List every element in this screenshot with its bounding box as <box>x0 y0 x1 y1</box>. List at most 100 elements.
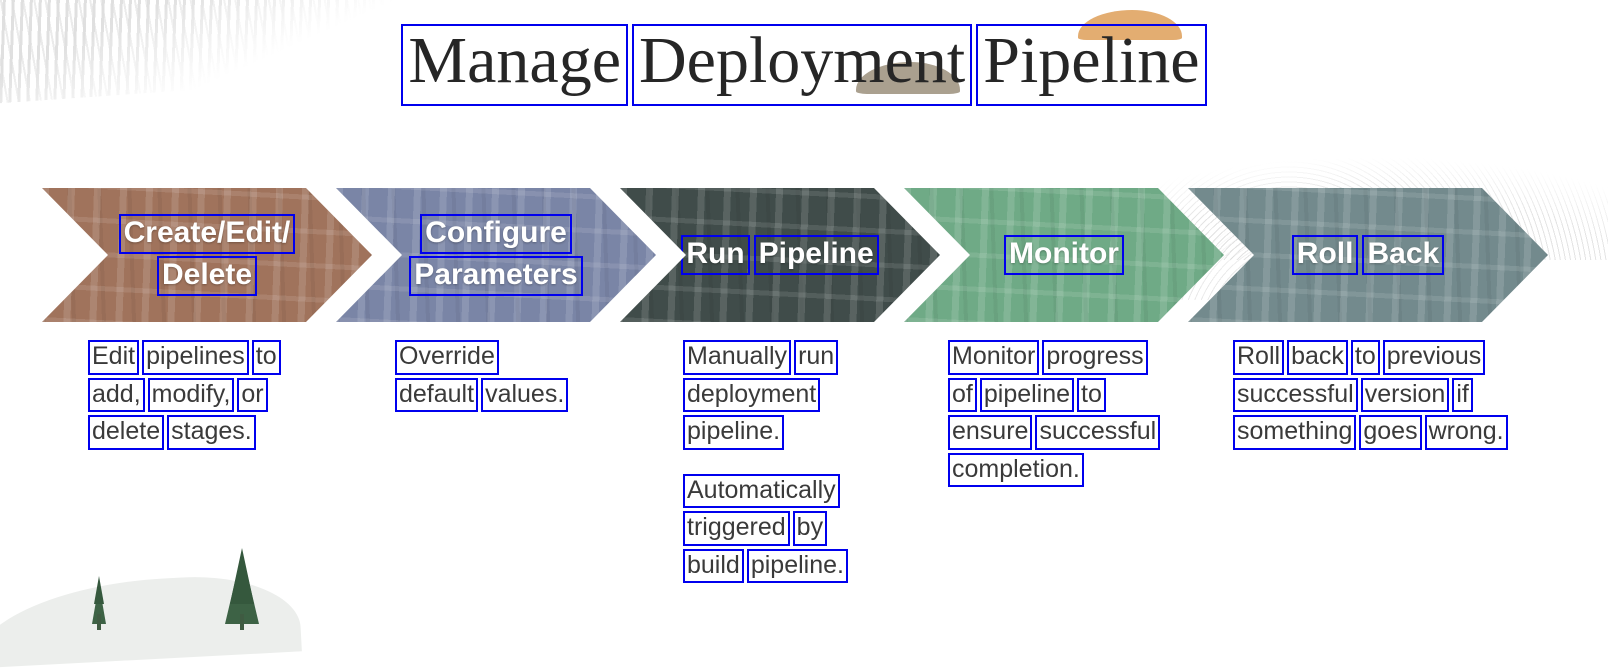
description-word: completion. <box>948 452 1084 487</box>
description-word: run <box>794 340 839 375</box>
description-word: Automatically <box>683 473 840 508</box>
description-line: Override <box>395 340 683 375</box>
description-word: stages. <box>167 415 256 450</box>
description-line: Automatically <box>683 473 948 508</box>
description-word: pipeline <box>979 377 1075 412</box>
description-word: to <box>1350 340 1380 375</box>
description-line: completion. <box>948 452 1233 487</box>
description-word: Override <box>395 340 499 375</box>
description-word: successful <box>1233 377 1358 412</box>
description-word: goes <box>1359 415 1422 450</box>
description-word: to <box>1077 377 1106 412</box>
description-word: back <box>1287 340 1348 375</box>
chevron-label-line: Create/Edit/ <box>119 214 296 254</box>
band-left-spacer <box>0 188 42 322</box>
description-word: Edit <box>88 340 140 375</box>
chevron-label-word: Back <box>1362 235 1444 275</box>
description-word: default <box>395 377 479 412</box>
description-line: deployment <box>683 377 948 412</box>
chevron-label-word: Run <box>681 235 749 275</box>
description-word: successful <box>1035 415 1161 450</box>
chevron-label: Create/Edit/Delete <box>101 214 314 295</box>
description-word: pipeline. <box>746 548 848 583</box>
description-word: pipelines <box>142 340 249 375</box>
description-word: modify, <box>147 377 235 412</box>
description-word: to <box>251 340 281 375</box>
description-line: pipeline. <box>683 415 948 450</box>
description-word: build <box>683 548 744 583</box>
chevron-label-word: Parameters <box>409 256 582 296</box>
chevron-label-word: Pipeline <box>754 235 879 275</box>
chevron-label-word: Roll <box>1292 235 1359 275</box>
description-word: progress <box>1042 340 1148 375</box>
chevron-label-line: Parameters <box>409 256 582 296</box>
description-word: if <box>1452 377 1473 412</box>
description-word: previous <box>1382 340 1486 375</box>
description-word: Monitor <box>948 340 1040 375</box>
chevron-stage-create-edit-delete[interactable]: Create/Edit/Delete <box>42 188 372 322</box>
chevron-label-word: Create/Edit/ <box>119 214 296 254</box>
desc-left-spacer <box>0 340 88 610</box>
description-line: add,modify,or <box>88 377 395 412</box>
title-word: Manage <box>401 24 628 106</box>
description-word: delete <box>88 415 165 450</box>
chevron-label-word: Configure <box>420 214 572 254</box>
chevron-label-word: Delete <box>157 256 257 296</box>
description-word: values. <box>481 377 569 412</box>
description-word: Manually <box>683 340 792 375</box>
chevron-label-word: Monitor <box>1004 235 1124 275</box>
description-word: pipeline. <box>683 415 785 450</box>
chevron-label-line: Configure <box>420 214 572 254</box>
chevron-label-line: Monitor <box>1004 235 1124 275</box>
chevron-stage-monitor[interactable]: Monitor <box>904 188 1224 322</box>
title-word: Deployment <box>632 24 973 106</box>
title-word: Pipeline <box>976 24 1207 106</box>
description-word: ensure <box>948 415 1033 450</box>
description-word: wrong. <box>1424 415 1508 450</box>
description-word: Roll <box>1233 340 1285 375</box>
chevron-label: Monitor <box>986 235 1142 275</box>
description-word: add, <box>88 377 145 412</box>
description-word: deployment <box>683 377 821 412</box>
description-word: or <box>237 377 268 412</box>
description-word: by <box>792 511 828 546</box>
description-word: version <box>1360 377 1450 412</box>
description-word: of <box>948 377 977 412</box>
chevron-label-line: Delete <box>157 256 257 296</box>
